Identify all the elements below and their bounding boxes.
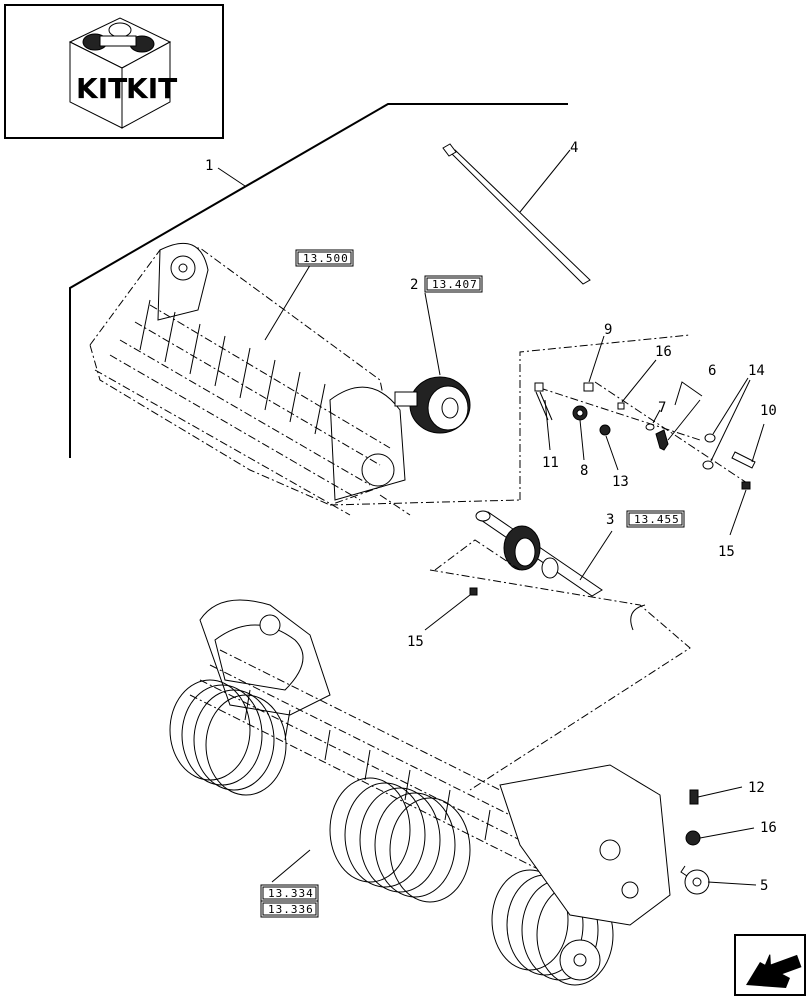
callout-12: 12 [748, 780, 765, 796]
part-bracket-6 [655, 381, 703, 451]
callout-7: 7 [658, 400, 666, 416]
kit-left-label: KIT [76, 72, 127, 105]
part-bolt-11 [534, 382, 553, 451]
callout-16-upper: 16 [655, 344, 672, 360]
upper-rake-assembly [89, 242, 521, 516]
callout-5: 5 [760, 878, 768, 894]
callout-11: 11 [542, 455, 559, 471]
ref-box-13455: 13.455 [626, 510, 685, 528]
hardware-group-outline [519, 334, 751, 500]
callout-10: 10 [760, 403, 777, 419]
part-gear-assembly [394, 292, 471, 434]
kit-right-label: KIT [126, 72, 177, 105]
assembly-connection-lines [429, 539, 691, 791]
kit-cube-icon [68, 17, 172, 129]
part-cap-9 [583, 335, 605, 392]
assembly-boundary [69, 103, 568, 458]
part-nut-15-left [424, 587, 478, 631]
callout-8: 8 [580, 463, 588, 479]
callout-6: 6 [708, 363, 716, 379]
callout-16-lower: 16 [760, 820, 777, 836]
part-bolt-10 [731, 423, 765, 469]
part-washer-13 [599, 424, 619, 471]
return-arrow-icon[interactable] [734, 934, 806, 996]
lower-rake-assembly [169, 599, 671, 986]
part-ring-clip [630, 604, 646, 631]
ref-13336-label: 13.336 [268, 903, 314, 916]
callout-13: 13 [612, 474, 629, 490]
ref-box-13336: 13.336 [260, 900, 319, 918]
callout-15-left: 15 [407, 634, 424, 650]
part-sprocket-5 [680, 865, 757, 895]
callout-14: 14 [748, 363, 765, 379]
callout-15-right: 15 [718, 544, 735, 560]
part-shaft-3 [475, 510, 613, 597]
ref-box-13334: 13.334 [260, 884, 319, 902]
ref-13500-label: 13.500 [303, 252, 349, 265]
part-washers-14 [702, 377, 751, 470]
part-pin-16 [617, 359, 657, 410]
ref-box-13407: 13.407 [424, 275, 483, 293]
callout-1: 1 [205, 158, 213, 174]
part-rod [442, 143, 591, 285]
callout-4: 4 [570, 140, 578, 156]
ref-13455-label: 13.455 [634, 513, 680, 526]
ref-13407-label: 13.407 [432, 278, 478, 291]
part-fitting-12 [689, 786, 743, 805]
part-sprocket-8 [572, 405, 588, 461]
callout-2: 2 [410, 277, 418, 293]
callout-9: 9 [604, 322, 612, 338]
reference-boxes: 13.500 13.407 13.455 13.334 13.336 [260, 249, 685, 918]
callouts: 1 2 3 4 5 6 7 8 9 10 11 12 13 14 15 15 1… [205, 140, 777, 894]
ref-box-13500: 13.500 [295, 249, 354, 267]
kit-box: KIT KIT [4, 4, 224, 139]
callout-3: 3 [606, 512, 614, 528]
part-nut-16-lower [685, 827, 755, 846]
ref-13334-label: 13.334 [268, 887, 314, 900]
part-clip-7 [645, 409, 661, 431]
part-nut-15-right [729, 481, 751, 536]
